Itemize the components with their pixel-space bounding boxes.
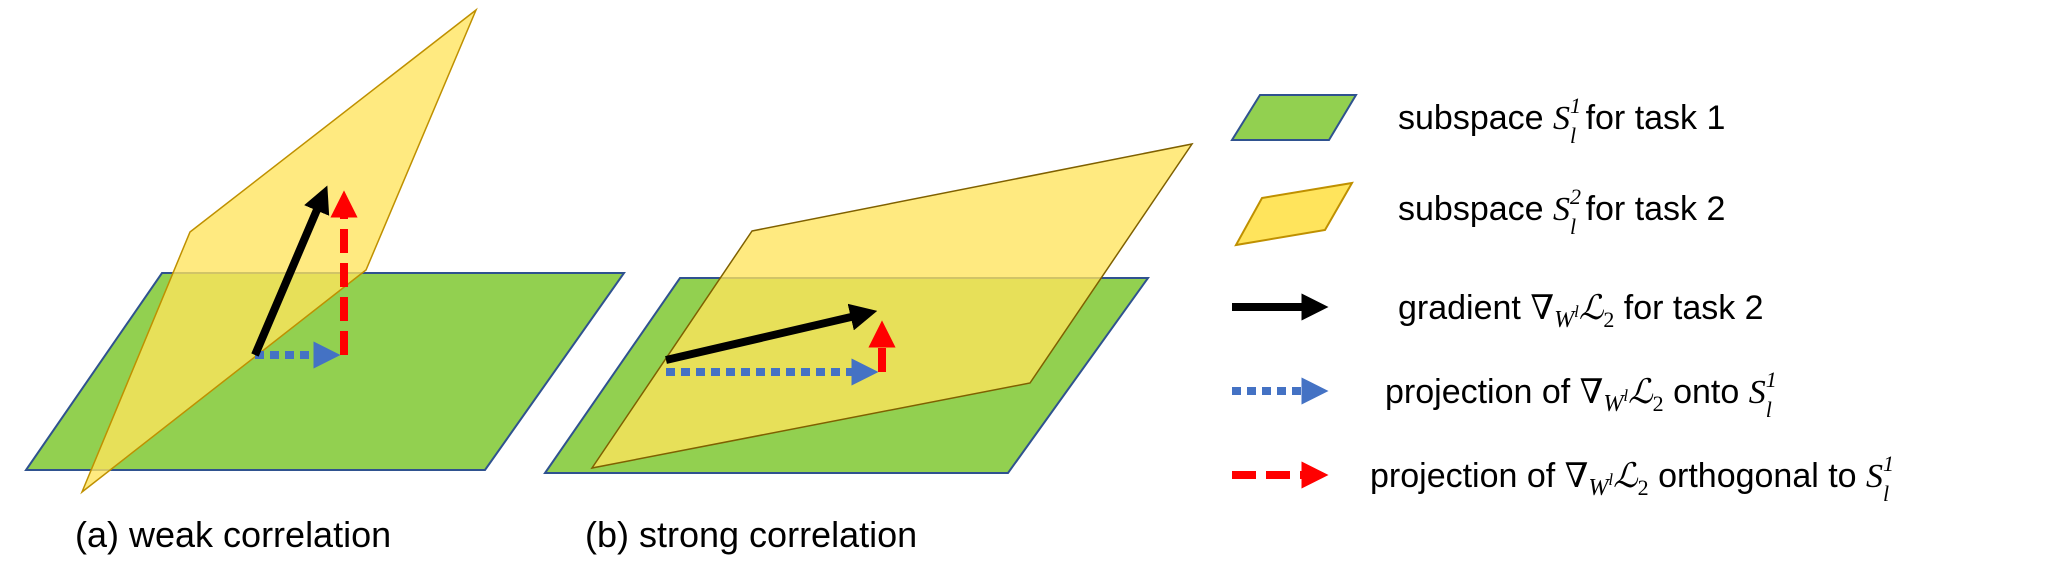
legend-math: W xyxy=(1588,475,1610,501)
svg-text:projection of ∇Wlℒ2 onto S1l: projection of ∇Wlℒ2 onto S1l xyxy=(1385,367,1777,422)
legend-math: S xyxy=(1553,100,1570,137)
svg-text:subspace S1l for task 1: subspace S1 l for task 1 xyxy=(1398,93,1725,148)
legend-text: onto xyxy=(1664,373,1749,411)
legend-math: l xyxy=(1623,386,1628,405)
legend-math: ℒ xyxy=(1628,374,1654,411)
legend-math: S xyxy=(1749,374,1766,411)
legend-item-subspace-1: subspace S1 l for task 1 xyxy=(1230,93,1725,148)
caption-a: (a) weak correlation xyxy=(75,514,391,555)
legend-math: l xyxy=(1766,397,1772,422)
legend-text: for task 1 xyxy=(1576,99,1725,137)
legend-math: l xyxy=(1570,123,1576,148)
black-gradient-arrow-a xyxy=(251,185,330,357)
legend-text: projection of xyxy=(1385,373,1580,411)
legend-item-subspace-2: subspace S2 l for task 2 xyxy=(1234,181,1725,247)
caption-b: (b) strong correlation xyxy=(585,514,917,555)
yellow-subspace-plane-a xyxy=(80,7,478,495)
legend-math: l xyxy=(1574,302,1579,321)
legend-text: for task 2 xyxy=(1614,289,1763,327)
legend-math: 1 xyxy=(1883,451,1894,476)
legend-math: ∇ xyxy=(1580,374,1604,411)
legend-math: W xyxy=(1554,307,1576,333)
legend-math: 2 xyxy=(1570,184,1581,209)
legend-math: 2 xyxy=(1653,391,1664,416)
legend-math: ℒ xyxy=(1579,290,1605,327)
legend-math: ∇ xyxy=(1530,290,1554,327)
legend-text: orthogonal to xyxy=(1649,457,1866,495)
legend-item-gradient: gradient ∇Wlℒ2 for task 2 xyxy=(1232,289,1764,333)
legend-math: ℒ xyxy=(1613,458,1639,495)
legend-math: W xyxy=(1603,391,1625,417)
svg-text:gradient ∇Wlℒ2 for task 2: gradient ∇Wlℒ2 for task 2 xyxy=(1398,289,1764,333)
legend-text: gradient xyxy=(1398,289,1530,327)
legend-text: projection of xyxy=(1370,457,1565,495)
legend-math: 2 xyxy=(1638,475,1649,500)
panel-b-strong-correlation: (b) strong correlation xyxy=(543,142,1194,555)
legend-math: S xyxy=(1553,191,1570,228)
legend-text: subspace xyxy=(1398,190,1553,228)
svg-text:subspace S2l for task 2: subspace S2 l for task 2 xyxy=(1398,184,1725,239)
legend-math: S xyxy=(1866,458,1883,495)
svg-text:projection of ∇Wlℒ2 orthogonal: projection of ∇Wlℒ2 orthogonal to S1l xyxy=(1370,451,1894,506)
legend-math: l xyxy=(1570,214,1576,239)
legend-math: l xyxy=(1608,470,1613,489)
yellow-subspace-plane-b xyxy=(590,142,1194,470)
legend-yellow-swatch xyxy=(1234,181,1354,247)
legend-math: 1 xyxy=(1766,367,1777,392)
legend-text: for task 2 xyxy=(1576,190,1725,228)
legend-math: ∇ xyxy=(1565,458,1589,495)
legend-text: subspace xyxy=(1398,99,1553,137)
legend-math: 1 xyxy=(1570,93,1581,118)
panel-a-weak-correlation: (a) weak correlation xyxy=(24,7,626,555)
black-gradient-arrow-b xyxy=(665,303,878,364)
legend-math: 2 xyxy=(1603,307,1614,332)
legend-math: l xyxy=(1883,481,1889,506)
legend-green-swatch xyxy=(1230,94,1358,141)
